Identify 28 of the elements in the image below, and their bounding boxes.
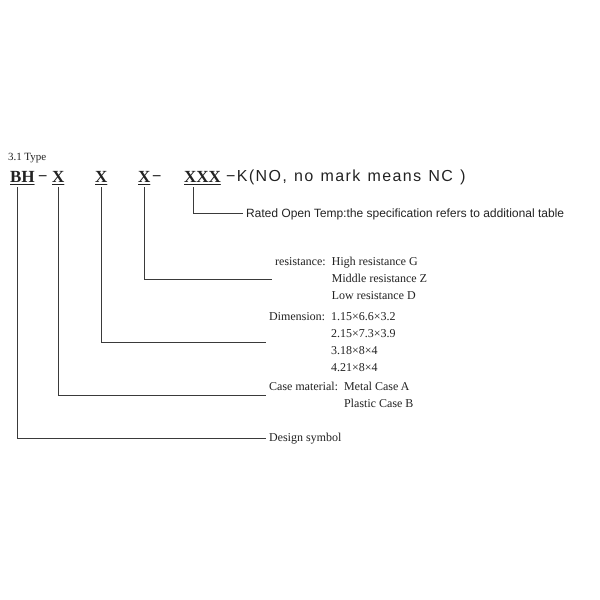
leader-line bbox=[101, 186, 266, 343]
type-code-letters: X bbox=[95, 167, 108, 187]
option-text: Middle resistance Z bbox=[332, 270, 427, 287]
option-text: 2.15×7.3×3.9 bbox=[331, 325, 396, 342]
option-text: 1.15×6.6×3.2 bbox=[331, 308, 396, 325]
type-code-letters: X bbox=[138, 167, 150, 187]
type-code-letters: X bbox=[52, 167, 64, 187]
description-text: Rated Open Temp:the specification refers to additional table bbox=[243, 205, 564, 221]
hyphen: − bbox=[38, 167, 48, 187]
suffix-text: −K(NO, no mark means NC ) bbox=[226, 167, 467, 187]
description-text: Design symbol bbox=[266, 429, 342, 446]
hyphen: − bbox=[152, 167, 162, 187]
option-text: 3.18×8×4 bbox=[331, 342, 379, 359]
section-heading: 3.1 Type bbox=[8, 151, 46, 164]
option-text: Plastic Case B bbox=[344, 395, 414, 412]
description-label: resistance: bbox=[275, 253, 326, 270]
option-text: Low resistance D bbox=[332, 287, 417, 304]
leader-line bbox=[58, 186, 266, 396]
leader-line bbox=[17, 186, 266, 439]
option-text: 4.21×8×4 bbox=[331, 359, 379, 376]
type-code-letters: XXX bbox=[184, 167, 221, 187]
description-label: Dimension: bbox=[269, 308, 325, 325]
leader-line bbox=[193, 186, 244, 214]
leader-line bbox=[144, 186, 272, 280]
option-text: High resistance G bbox=[332, 253, 419, 270]
description-label: Case material: bbox=[269, 378, 338, 395]
option-text: Metal Case A bbox=[344, 378, 410, 395]
type-code-letters: BH bbox=[10, 167, 35, 187]
